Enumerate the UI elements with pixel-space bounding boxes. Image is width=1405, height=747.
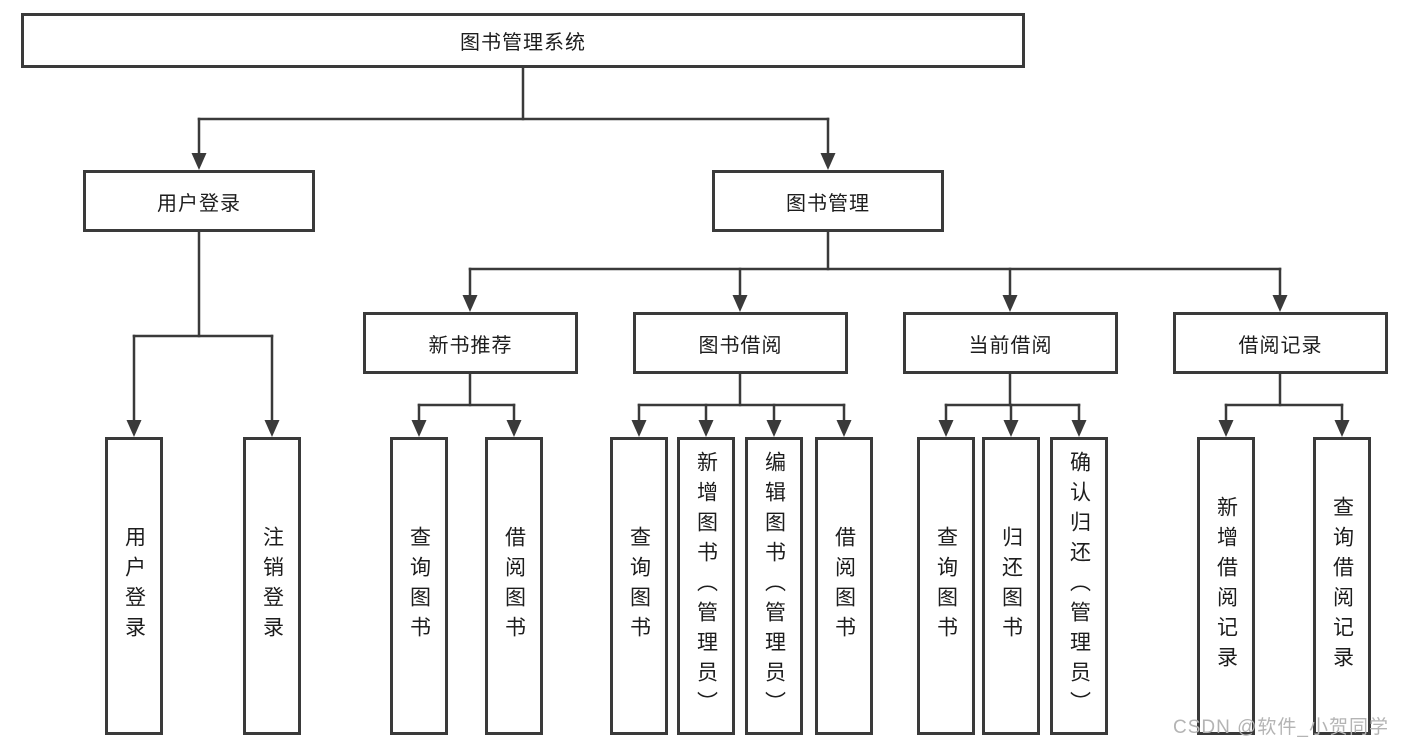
node-leaf-query-books-1: 查询图书 <box>390 437 448 735</box>
node-leaf-query-books-3: 查询图书 <box>917 437 975 735</box>
node-leaf-query-books-2: 查询图书 <box>610 437 668 735</box>
node-root-label: 图书管理系统 <box>460 32 586 54</box>
node-current-borrowing-label: 当前借阅 <box>968 334 1053 357</box>
node-book-borrowing-label: 图书借阅 <box>698 334 783 357</box>
node-root: 图书管理系统 <box>21 13 1025 68</box>
connector-strokes <box>132 66 1344 423</box>
node-leaf-return-books: 归还图书 <box>982 437 1040 735</box>
node-new-book-recommend: 新书推荐 <box>363 312 578 374</box>
node-borrowing-records: 借阅记录 <box>1173 312 1388 374</box>
node-book-borrowing: 图书借阅 <box>633 312 848 374</box>
node-borrowing-records-label: 借阅记录 <box>1238 334 1323 357</box>
node-leaf-edit-book-admin: 编辑图书（管理员） <box>745 437 803 735</box>
node-leaf-add-borrow-record: 新增借阅记录 <box>1197 437 1255 735</box>
watermark: CSDN @软件_小贺同学 <box>1173 717 1389 738</box>
node-book-management-label: 图书管理 <box>786 192 870 215</box>
node-leaf-confirm-return-admin: 确认归还（管理员） <box>1050 437 1108 735</box>
node-leaf-query-borrow-record: 查询借阅记录 <box>1313 437 1371 735</box>
node-leaf-borrow-books-2: 借阅图书 <box>815 437 873 735</box>
node-leaf-borrow-books-1: 借阅图书 <box>485 437 543 735</box>
arrowheads <box>126 153 1350 437</box>
node-user-login: 用户登录 <box>83 170 315 232</box>
node-leaf-logout: 注销登录 <box>243 437 301 735</box>
node-book-management: 图书管理 <box>712 170 944 232</box>
node-new-book-recommend-label: 新书推荐 <box>428 334 513 357</box>
node-user-login-label: 用户登录 <box>157 192 241 215</box>
node-leaf-user-login: 用户登录 <box>105 437 163 735</box>
node-current-borrowing: 当前借阅 <box>903 312 1118 374</box>
node-leaf-add-book-admin: 新增图书（管理员） <box>677 437 735 735</box>
